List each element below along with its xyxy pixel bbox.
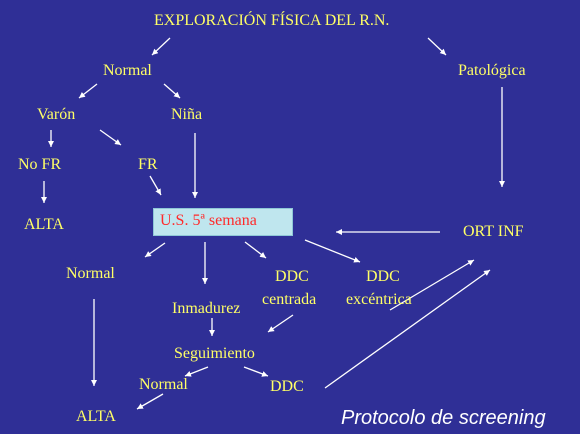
node-ddc-excentrica-line1: DDC xyxy=(366,268,400,285)
arrow-us-to-normal xyxy=(144,242,166,258)
node-ddc-low: DDC xyxy=(270,378,304,395)
node-ddc-centrada-line1: DDC xyxy=(275,268,309,285)
node-ort-inf: ORT INF xyxy=(463,223,524,240)
arrow-us-to-ddc-excentrica xyxy=(304,239,361,263)
arrow-ddc-excentrica-to-ortinf xyxy=(389,259,475,311)
node-normal-mid: Normal xyxy=(66,265,115,282)
arrow-seguimiento-to-normal xyxy=(184,366,209,377)
footer-caption: Protocolo de screening xyxy=(341,407,546,429)
node-ddc-excentrica-line2: excéntrica xyxy=(346,291,412,308)
diagram-title: EXPLORACIÓN FÍSICA DEL R.N. xyxy=(154,12,390,29)
node-alta-top: ALTA xyxy=(24,216,64,233)
node-us-5-semana: U.S. 5ª semana xyxy=(160,212,257,229)
arrow-title-to-patologica xyxy=(427,37,447,56)
arrow-ddc-to-ortinf xyxy=(324,269,491,389)
arrow-varon-to-fr xyxy=(99,129,122,146)
arrow-us-to-ddc-centrada xyxy=(244,241,267,259)
node-alta-bottom: ALTA xyxy=(76,408,116,425)
node-normal-top: Normal xyxy=(103,62,152,79)
node-patologica: Patológica xyxy=(458,62,526,79)
node-nina: Niña xyxy=(171,106,203,123)
arrow-seguimiento-to-ddc xyxy=(243,366,269,377)
node-varon: Varón xyxy=(37,106,76,123)
node-normal-low: Normal xyxy=(139,376,188,393)
node-ddc-centrada-line2: centrada xyxy=(262,291,317,308)
arrow-normal-low-to-alta xyxy=(136,393,164,410)
arrow-normal-to-varon xyxy=(78,83,98,99)
arrow-fr-to-us xyxy=(149,175,162,196)
node-fr: FR xyxy=(138,156,158,173)
us-highlight-box xyxy=(153,208,293,236)
node-seguimiento: Seguimiento xyxy=(174,345,255,362)
node-inmadurez: Inmadurez xyxy=(172,300,241,317)
arrow-ddc-centrada-to-seguimiento xyxy=(267,314,294,333)
node-no-fr: No FR xyxy=(18,156,62,173)
arrow-title-to-normal xyxy=(151,37,171,56)
arrow-normal-to-nina xyxy=(163,83,181,99)
